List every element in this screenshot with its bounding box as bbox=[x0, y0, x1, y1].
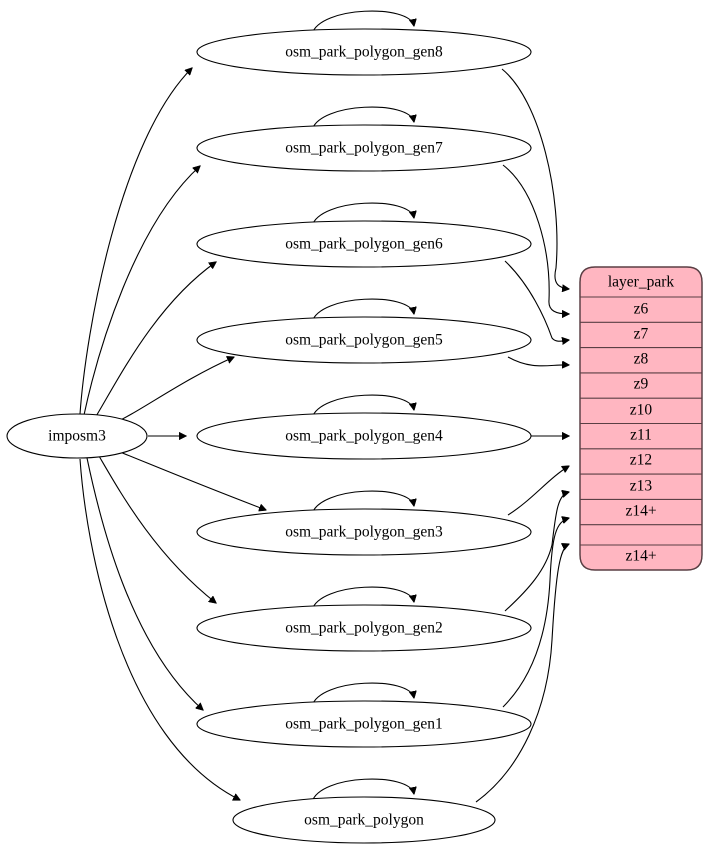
edge-imposm3-gen5 bbox=[111, 357, 234, 425]
node-gen6-label: osm_park_polygon_gen6 bbox=[285, 236, 443, 253]
edge-imposm3-gen7 bbox=[83, 166, 200, 416]
edge-imposm3-gen3 bbox=[119, 451, 266, 510]
edge-gen6-z8 bbox=[504, 260, 569, 341]
edges-self-loops bbox=[311, 10, 414, 803]
self-loop-gen5 bbox=[311, 298, 414, 323]
edge-imposm3-gen1 bbox=[86, 457, 203, 710]
table-row-z6[interactable]: z6 bbox=[634, 301, 649, 318]
node-gen4[interactable]: osm_park_polygon_gen4 bbox=[196, 412, 532, 460]
node-gen3-shape[interactable] bbox=[196, 508, 532, 556]
node-gen8[interactable]: osm_park_polygon_gen8 bbox=[196, 28, 532, 76]
edge-gen2-z12 bbox=[504, 492, 569, 612]
node-gen1-shape[interactable] bbox=[196, 700, 532, 748]
self-loop-gen2 bbox=[311, 586, 414, 611]
edge-gen3-z11 bbox=[507, 466, 569, 516]
node-imposm3[interactable]: imposm3 bbox=[6, 413, 148, 459]
node-gen3-label: osm_park_polygon_gen3 bbox=[285, 524, 443, 541]
node-gen2-label: osm_park_polygon_gen2 bbox=[285, 620, 443, 637]
edge-gen1-z13 bbox=[502, 518, 569, 708]
table-row-z10[interactable]: z10 bbox=[630, 402, 653, 419]
edge-imposm3-gen2 bbox=[98, 455, 216, 603]
self-loop-gen4 bbox=[311, 394, 414, 419]
table-outline bbox=[579, 266, 703, 571]
edge-gen7-z7 bbox=[502, 164, 569, 314]
table-row-z7[interactable]: z7 bbox=[634, 326, 649, 343]
table-row-z8[interactable]: z8 bbox=[634, 351, 649, 368]
layer-park-table[interactable]: layer_park z6 z7 z8 z9 z10 z11 z12 z13 z… bbox=[579, 266, 703, 571]
table-row-z11[interactable]: z11 bbox=[630, 427, 652, 444]
node-gen7-shape[interactable] bbox=[196, 124, 532, 172]
table-row-z12[interactable]: z12 bbox=[630, 452, 652, 469]
node-gen1[interactable]: osm_park_polygon_gen1 bbox=[196, 700, 532, 748]
node-gen3[interactable]: osm_park_polygon_gen3 bbox=[196, 508, 532, 556]
node-base-shape[interactable] bbox=[232, 796, 496, 844]
self-loop-gen8 bbox=[311, 10, 414, 35]
self-loop-gen6 bbox=[311, 202, 414, 227]
self-loop-gen3 bbox=[311, 490, 414, 515]
node-gen5[interactable]: osm_park_polygon_gen5 bbox=[196, 316, 532, 364]
node-gen5-label: osm_park_polygon_gen5 bbox=[285, 332, 443, 349]
table-row-z9[interactable]: z9 bbox=[634, 376, 649, 393]
node-gen4-shape[interactable] bbox=[196, 412, 532, 460]
node-gen1-label: osm_park_polygon_gen1 bbox=[285, 716, 443, 733]
node-gen2-shape[interactable] bbox=[196, 604, 532, 652]
node-gen6[interactable]: osm_park_polygon_gen6 bbox=[196, 220, 532, 268]
node-gen7[interactable]: osm_park_polygon_gen7 bbox=[196, 124, 532, 172]
edge-imposm3-gen6 bbox=[94, 262, 216, 419]
edge-base-z14 bbox=[475, 544, 569, 803]
node-gen8-label: osm_park_polygon_gen8 bbox=[285, 44, 443, 61]
node-base-label: osm_park_polygon bbox=[304, 812, 424, 829]
node-imposm3-label: imposm3 bbox=[48, 428, 106, 445]
node-gen7-label: osm_park_polygon_gen7 bbox=[285, 140, 443, 157]
node-gen8-shape[interactable] bbox=[196, 28, 532, 76]
edges-nodes-to-table bbox=[475, 68, 569, 803]
node-gen5-shape[interactable] bbox=[196, 316, 532, 364]
edge-imposm3-base bbox=[79, 458, 240, 800]
node-gen4-label: osm_park_polygon_gen4 bbox=[285, 428, 443, 445]
table-header-label: layer_park bbox=[608, 274, 675, 291]
self-loop-gen7 bbox=[311, 106, 414, 131]
edge-imposm3-gen8 bbox=[79, 68, 192, 415]
self-loop-gen1 bbox=[311, 682, 414, 707]
self-loop-base bbox=[311, 778, 414, 803]
table-row-z14plus[interactable]: z14+ bbox=[625, 548, 656, 565]
node-gen2[interactable]: osm_park_polygon_gen2 bbox=[196, 604, 532, 652]
edge-gen5-z9 bbox=[507, 356, 569, 366]
node-base[interactable]: osm_park_polygon bbox=[232, 796, 496, 844]
edges-source-to-nodes bbox=[79, 68, 266, 800]
node-imposm3-shape[interactable] bbox=[6, 413, 148, 459]
table-row-z14[interactable]: z14+ bbox=[625, 503, 656, 520]
table-row-z13[interactable]: z13 bbox=[630, 478, 653, 495]
edge-gen8-z6 bbox=[501, 68, 569, 289]
node-gen6-shape[interactable] bbox=[196, 220, 532, 268]
